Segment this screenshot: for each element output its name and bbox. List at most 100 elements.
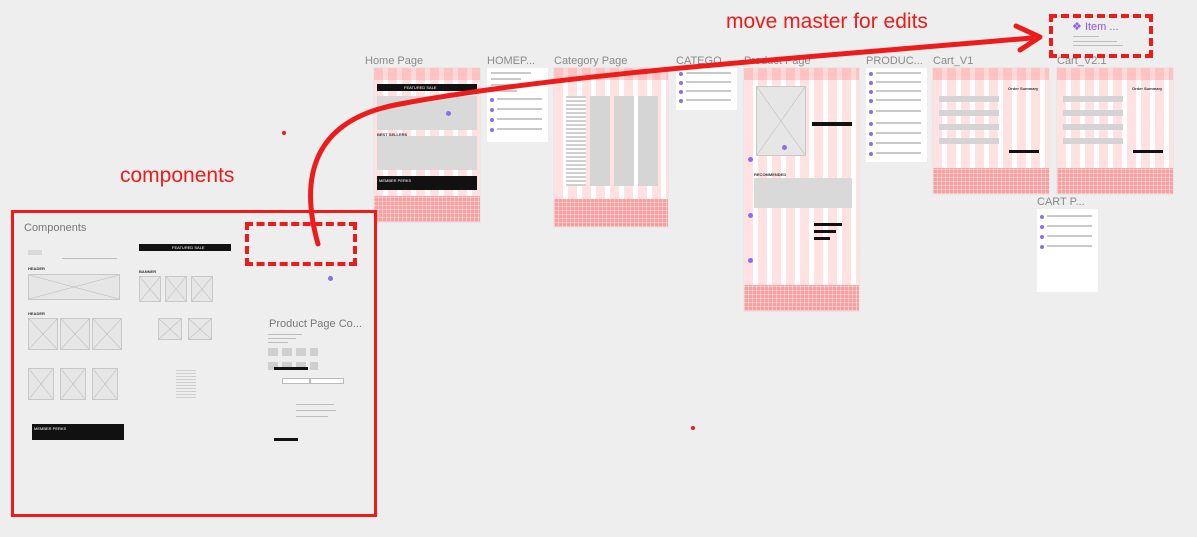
note-row: [491, 84, 527, 86]
product-comment-dot[interactable]: [782, 145, 787, 150]
components-logo-chip: [28, 250, 42, 255]
frame-category-notes[interactable]: [676, 68, 737, 110]
home-hero-box: [377, 96, 477, 130]
component-diamond-icon: ❖: [1072, 21, 1082, 33]
note-bullet: [679, 81, 683, 85]
note-row: [876, 72, 921, 74]
move-arrow-head: [1013, 23, 1043, 53]
note-bullet: [490, 108, 494, 112]
home-header-bar: [374, 68, 480, 80]
product-comment-dot[interactable]: [748, 157, 753, 162]
note-row: [876, 99, 921, 101]
components-header-hero: [28, 274, 120, 300]
components-banner-card: [139, 276, 161, 302]
note-row: [876, 122, 921, 124]
ppc-option: [268, 362, 318, 370]
components-banner-card: [165, 276, 187, 302]
note-row: [876, 142, 921, 144]
master-item-line: [1073, 45, 1123, 46]
frame-homepage-notes[interactable]: [487, 68, 548, 142]
note-bullet: [869, 152, 873, 156]
ppc-line: [296, 404, 334, 405]
product-header-bar: [744, 68, 859, 80]
note-bullet: [1040, 245, 1044, 249]
master-item-line: [1073, 36, 1099, 37]
components-member-perks: [32, 424, 124, 440]
components-card: [60, 368, 86, 400]
product-recommended-row: [754, 178, 852, 208]
components-canvas[interactable]: HEADER HEADER MEMBER PERKS FEATURED SALE…: [22, 236, 234, 488]
category-filter-column: [566, 96, 586, 186]
components-banner-card: [191, 276, 213, 302]
note-row: [491, 90, 517, 92]
frame-label-cart-v1[interactable]: Cart_V1: [933, 55, 974, 67]
home-best-sellers-text: BEST SELLERS: [377, 132, 408, 137]
note-bullet: [679, 99, 683, 103]
master-item-line: [1073, 41, 1117, 42]
components-product-card: [158, 318, 182, 340]
home-footer: [374, 196, 480, 222]
ppc-line: [268, 342, 288, 343]
frame-label-product-page[interactable]: Product Page: [744, 55, 811, 67]
frame-label-product-page-components[interactable]: Product Page Co...: [269, 318, 362, 330]
frame-label-homepage-notes[interactable]: HOMEP...: [487, 55, 536, 67]
note-bullet: [490, 118, 494, 122]
frame-product-notes[interactable]: [866, 68, 927, 162]
components-product-card: [188, 318, 212, 340]
ppc-option: [268, 348, 318, 356]
note-row: [1047, 235, 1092, 237]
ppc-line: [296, 416, 328, 417]
category-header-bar: [554, 68, 668, 80]
note-row: [686, 81, 731, 83]
components-list-stripes: [176, 368, 196, 398]
cart-v2-checkout-button: [1133, 150, 1163, 153]
master-component-label[interactable]: ❖ Item ...: [1072, 20, 1119, 33]
home-featured-sale-text: FEATURED SALE: [404, 85, 437, 90]
frame-label-product-notes[interactable]: PRODUC...: [866, 55, 923, 67]
components-card: [92, 368, 118, 400]
frame-cart-notes[interactable]: [1037, 209, 1098, 292]
master-component-item[interactable]: [1073, 34, 1131, 48]
cart-v1-header-bar: [933, 68, 1049, 80]
ppc-field: [282, 378, 310, 384]
product-comment-dot[interactable]: [748, 213, 753, 218]
home-comment-dot[interactable]: [446, 111, 451, 116]
frame-product-page[interactable]: RECOMMENDED: [744, 68, 859, 311]
note-row: [497, 118, 542, 120]
note-bullet: [679, 90, 683, 94]
frame-label-cart-v2[interactable]: Cart_V2.1: [1057, 55, 1107, 67]
note-row: [876, 152, 921, 154]
frame-cart-v1[interactable]: Order Summary: [933, 68, 1049, 194]
ppc-line: [296, 410, 336, 411]
note-bullet: [490, 98, 494, 102]
note-row: [1047, 245, 1092, 247]
frame-label-category-page[interactable]: Category Page: [554, 55, 628, 67]
components-featured-sale: [139, 244, 231, 251]
home-member-perks-text: MEMBER PERKS: [379, 178, 412, 183]
cart-v2-line-items: [1063, 88, 1123, 144]
product-comment-dot[interactable]: [748, 258, 753, 263]
product-page-components-canvas[interactable]: [268, 332, 358, 457]
frame-cart-v2[interactable]: Order Summary: [1057, 68, 1173, 194]
frame-label-cart-notes[interactable]: CART P...: [1037, 196, 1085, 208]
ppc-field: [310, 378, 344, 384]
components-comment-dot[interactable]: [328, 276, 333, 281]
components-section-text: HEADER: [28, 311, 45, 316]
cart-v2-footer: [1057, 168, 1173, 194]
note-row: [497, 98, 542, 100]
components-nav-line: [62, 258, 117, 259]
components-featured-sale-text: FEATURED SALE: [172, 245, 205, 250]
components-card: [28, 318, 58, 350]
note-row: [876, 132, 921, 134]
product-review-bar: [814, 230, 836, 233]
components-member-perks-text: MEMBER PERKS: [34, 426, 67, 431]
frame-category-page[interactable]: [554, 68, 668, 227]
canvas-red-dot: [282, 131, 286, 135]
frame-label-category-notes[interactable]: CATEGO...: [676, 55, 731, 67]
frame-label-home-page[interactable]: Home Page: [365, 55, 424, 67]
category-footer: [554, 199, 668, 227]
frame-label-components[interactable]: Components: [24, 222, 87, 234]
annotation-move-master: move master for edits: [726, 10, 928, 33]
frame-home-page[interactable]: FEATURED SALE BEST SELLERS MEMBER PERKS: [374, 68, 480, 222]
components-card: [28, 368, 54, 400]
